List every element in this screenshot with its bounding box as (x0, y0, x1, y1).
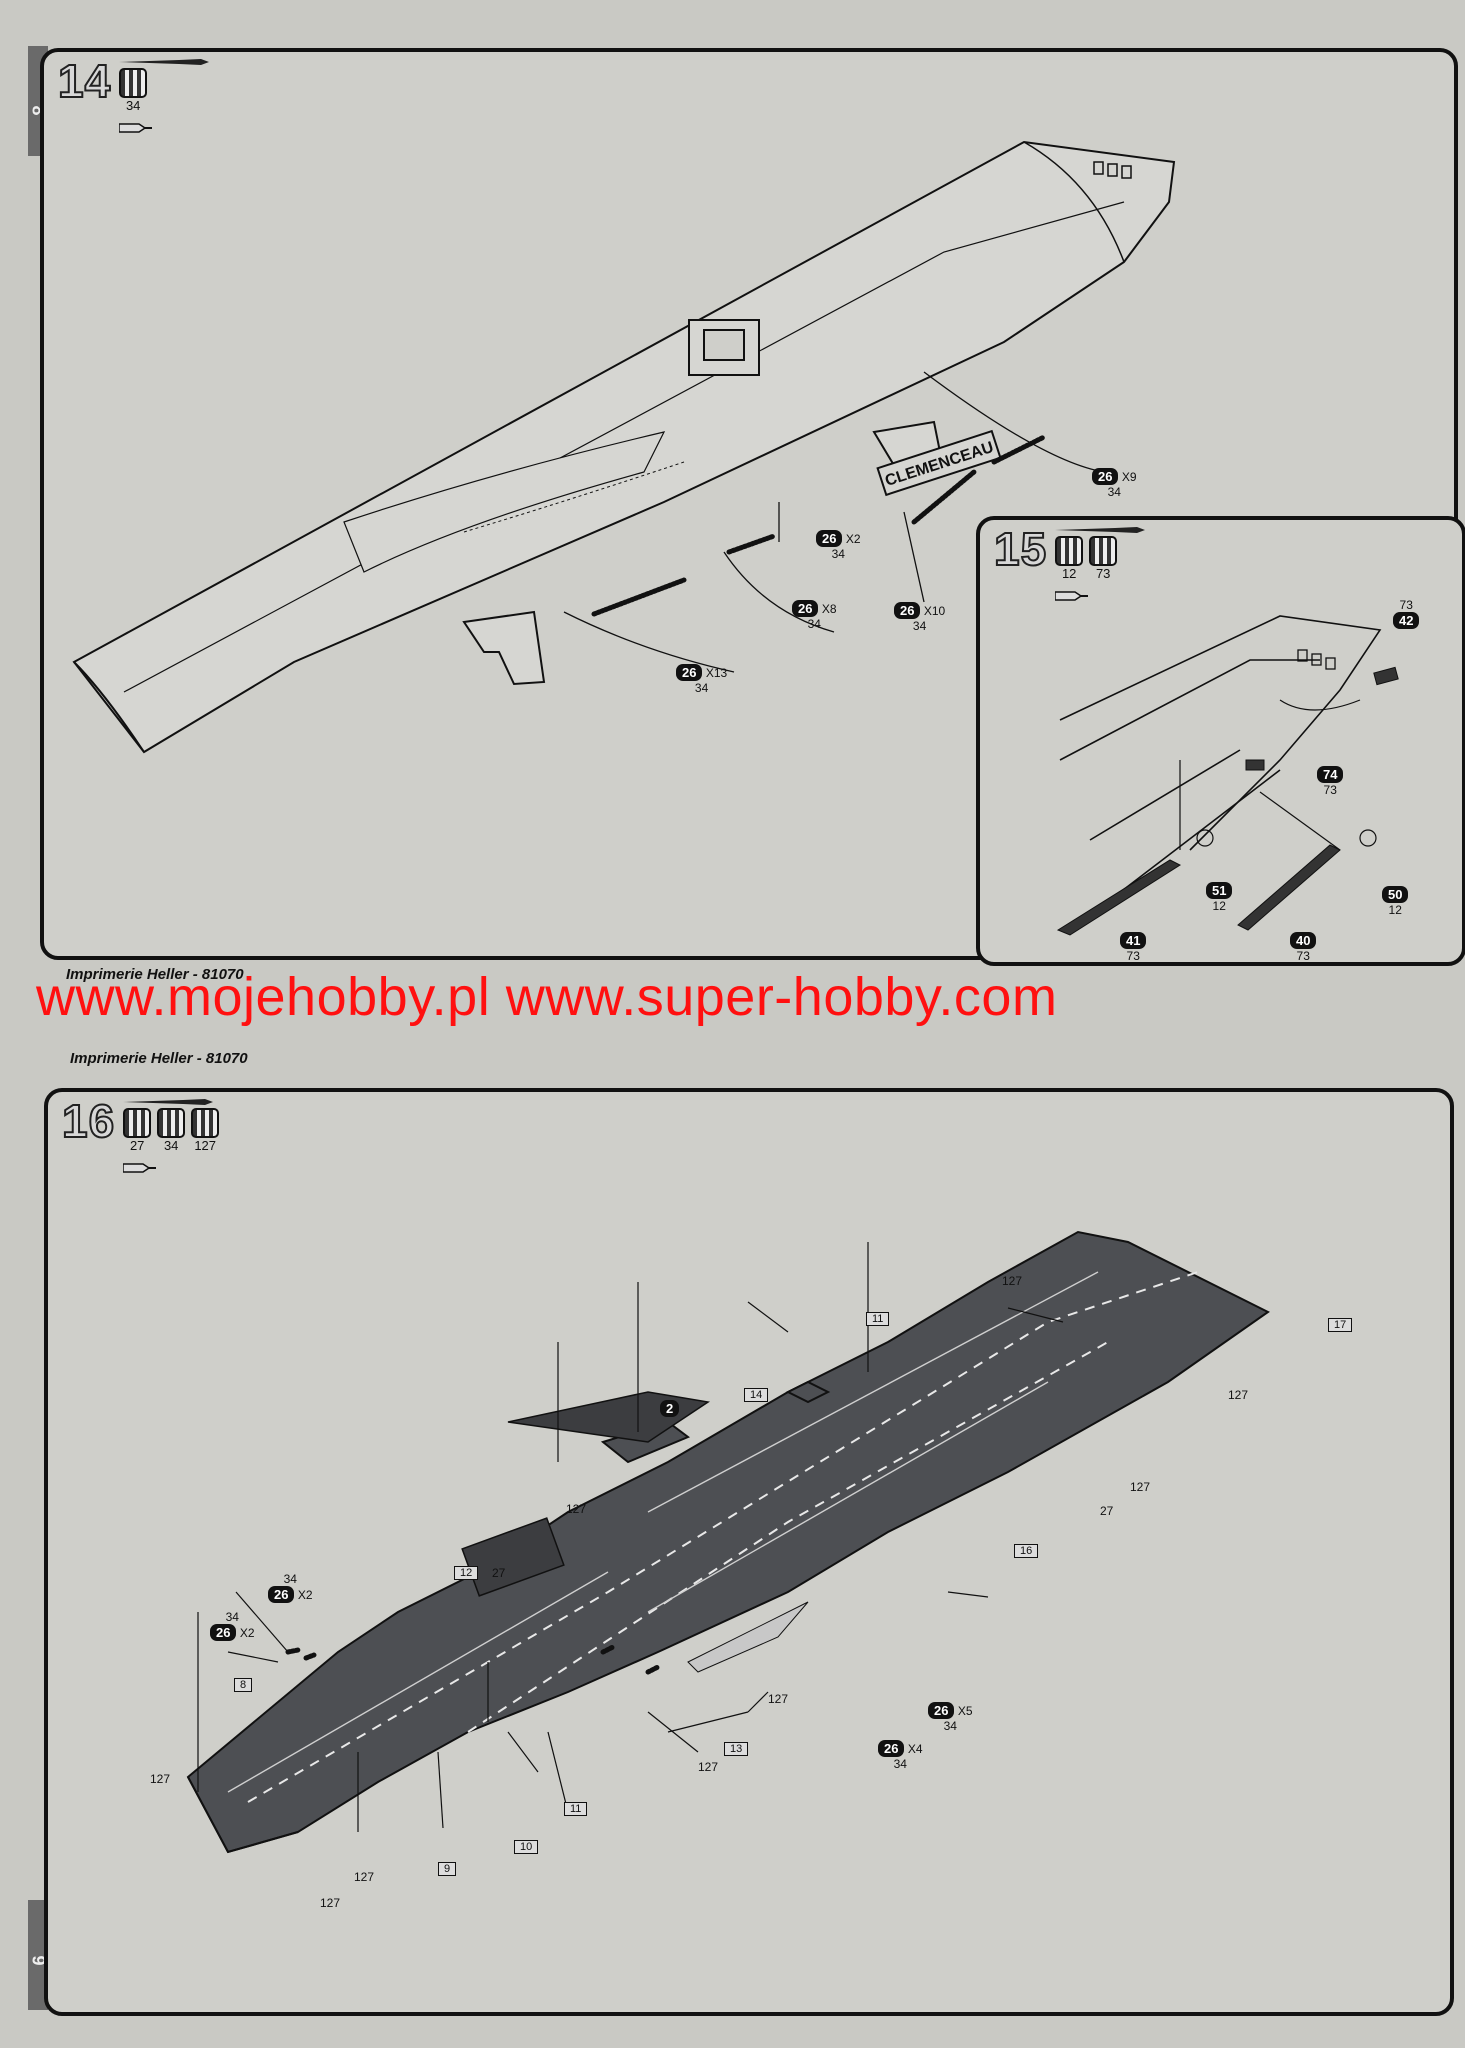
paint-label: 127 (320, 1896, 341, 1910)
paint-pot-icon (157, 1108, 186, 1138)
page-edge-strip-bottom (28, 1900, 48, 2010)
paint-pot: 127 (191, 1108, 220, 1153)
part-number-chip: 42 (1393, 612, 1420, 629)
paint-pot: 73 (1089, 536, 1118, 581)
brush-icon (1055, 527, 1146, 533)
paint-pot: 12 (1055, 536, 1084, 581)
callout-part-74: 74 73 (1317, 766, 1344, 797)
part-box: 11 (564, 1802, 588, 1816)
paint-label: 127 (1130, 1480, 1151, 1494)
part-number-chip: 2 (660, 1400, 680, 1417)
callout-part-51: 51 12 (1206, 882, 1233, 913)
callout-rods-x8: 26 X8 34 (792, 600, 837, 631)
stern-detail-drawing (1056, 615, 1399, 936)
callout-part-41: 41 73 (1120, 932, 1147, 962)
part-number-chip: 51 (1206, 882, 1233, 899)
part-number-chip: 26 (676, 664, 703, 681)
part-number-chip: 74 (1317, 766, 1344, 783)
part-number-chip: 26 (210, 1624, 237, 1641)
part-box: 11 (866, 1312, 890, 1326)
glue-tube-icon (119, 123, 153, 133)
callout-part-40: 40 73 (1290, 932, 1317, 962)
paint-label: 127 (1228, 1388, 1249, 1402)
imprint-top: Imprimerie Heller - 81070 (66, 966, 244, 983)
paint-pot: 34 (157, 1108, 186, 1153)
part-number-chip: 26 (1092, 468, 1119, 485)
paint-pot: 27 (123, 1108, 152, 1153)
paint-label: 127 (698, 1760, 719, 1774)
part-box: 14 (744, 1388, 769, 1402)
step-number: 14 (57, 55, 112, 107)
glue-tube-icon (1055, 591, 1089, 601)
paint-label: 127 (1002, 1274, 1023, 1288)
paint-group: 27 34 127 (123, 1098, 220, 1175)
step-number: 16 (61, 1095, 116, 1147)
brush-icon (123, 1099, 214, 1105)
step-number: 15 (993, 523, 1048, 575)
watermark: www.mojehobby.pl www.super-hobby.com (36, 967, 1058, 1027)
paint-pot-icon (123, 1108, 152, 1138)
part-box: 8 (234, 1678, 253, 1692)
paint-group: 34 (119, 58, 210, 135)
paint-label: 127 (566, 1502, 587, 1516)
part-number-chip: 50 (1382, 886, 1409, 903)
part-box: 9 (438, 1862, 457, 1876)
callout-rods-x2: 26 X2 34 (816, 530, 861, 561)
callout-part-2: 2 (660, 1400, 680, 1417)
paint-label: 127 (354, 1870, 375, 1884)
callout-rods-x9: 26 X9 34 (1092, 468, 1137, 499)
step-15-panel: 15 12 73 (976, 516, 1465, 966)
step-14-header: 14 34 (57, 55, 210, 135)
paint-label: 127 (768, 1692, 789, 1706)
glue-tube-icon (123, 1163, 157, 1173)
hull-drawing: CLEMENCEAU (72, 140, 1176, 754)
callout-rods-x13: 26 X13 34 (676, 664, 727, 695)
imprint-bottom: Imprimerie Heller - 81070 (70, 1050, 248, 1067)
callout-rods-x5: 26 X5 34 (928, 1702, 973, 1733)
part-number-chip: 40 (1290, 932, 1317, 949)
callout-part-50: 50 12 (1382, 886, 1409, 917)
step-15-header: 15 12 73 (993, 523, 1146, 603)
flight-deck-drawing (186, 1230, 1270, 1854)
brush-icon (119, 59, 210, 65)
paint-pot-icon (119, 68, 148, 98)
paint-pot-icon (1089, 536, 1118, 566)
part-box: 13 (724, 1742, 749, 1756)
part-number-chip: 26 (894, 602, 921, 619)
callout-rods-x10: 26 X10 34 (894, 602, 945, 633)
paint-pot-icon (1055, 536, 1084, 566)
paint-group: 12 73 (1055, 526, 1146, 603)
callout-rods-x2-upper: 34 26 X2 (268, 1572, 313, 1603)
paint-label: 127 (150, 1772, 171, 1786)
paint-pot-icon (191, 1108, 220, 1138)
part-number-chip: 26 (792, 600, 819, 617)
paint-label: 27 (1100, 1504, 1114, 1518)
part-box: 10 (514, 1840, 539, 1854)
callout-rods-x4: 26 X4 34 (878, 1740, 923, 1771)
part-box: 12 (454, 1566, 479, 1580)
step-16-header: 16 27 34 127 (61, 1095, 220, 1175)
part-number-chip: 41 (1120, 932, 1147, 949)
part-box: 17 (1328, 1318, 1353, 1332)
part-box: 16 (1014, 1544, 1039, 1558)
callout-part-42: 73 42 (1393, 598, 1420, 629)
part-number-chip: 26 (268, 1586, 295, 1603)
paint-pot: 34 (119, 68, 148, 113)
step-16-panel: 16 27 34 127 (44, 1088, 1454, 2016)
part-number-chip: 26 (928, 1702, 955, 1719)
part-number-chip: 26 (878, 1740, 905, 1757)
part-number-chip: 26 (816, 530, 843, 547)
paint-label: 27 (492, 1566, 506, 1580)
callout-rods-x2-lower: 34 26 X2 (210, 1610, 255, 1641)
